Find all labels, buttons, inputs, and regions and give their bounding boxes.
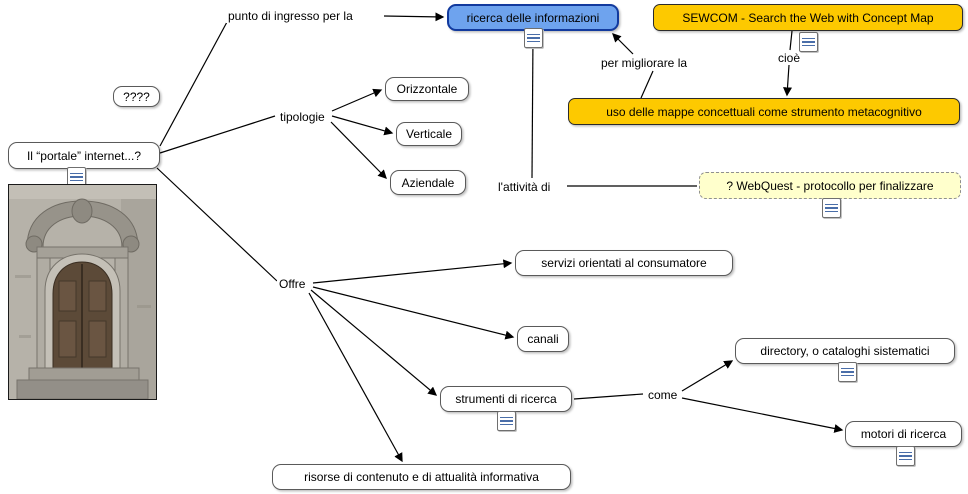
resource-link-icon[interactable]: [822, 198, 841, 218]
edge-come-motori: [681, 397, 844, 433]
linking-phrase-offre[interactable]: Offre: [277, 277, 308, 291]
edge-offre-canali: [312, 286, 515, 340]
portal-photo[interactable]: [8, 184, 157, 400]
concept-strumenti-di-ricerca[interactable]: strumenti di ricerca: [440, 386, 572, 412]
resource-link-icon[interactable]: [799, 32, 818, 52]
concept-question-marks[interactable]: ????: [113, 86, 160, 107]
linking-phrase-tipologie[interactable]: tipologie: [278, 110, 327, 124]
concept-webquest[interactable]: ? WebQuest - protocollo per finalizzare: [699, 172, 961, 199]
concept-servizi-consumatore[interactable]: servizi orientati al consumatore: [515, 250, 733, 276]
edge-strumenti-come: [573, 393, 644, 400]
edge-cioe-usomappe: [783, 64, 792, 97]
resource-link-icon[interactable]: [896, 446, 915, 466]
edge-portale-tipologie: [159, 115, 276, 154]
edge-sewcom-cioe: [789, 30, 793, 51]
resource-link-icon[interactable]: [67, 167, 86, 187]
concept-sewcom[interactable]: SEWCOM - Search the Web with Concept Map: [653, 4, 963, 31]
edge-punto-ricerca: [383, 12, 445, 22]
linking-phrase-per-migliorare[interactable]: per migliorare la: [599, 56, 690, 70]
concept-directory-cataloghi[interactable]: directory, o cataloghi sistematici: [735, 338, 955, 364]
edge-tipologie-aziendale: [330, 121, 387, 179]
edge-portale-punto: [159, 21, 228, 147]
edge-usomappe-migliorare: [640, 70, 654, 99]
concept-portale-internet[interactable]: Il “portale” internet...?: [8, 142, 160, 169]
edge-offre-servizi: [312, 259, 513, 284]
concept-aziendale[interactable]: Aziendale: [390, 170, 466, 195]
concept-ricerca-delle-informazioni[interactable]: ricerca delle informazioni: [447, 4, 619, 31]
resource-link-icon[interactable]: [497, 411, 516, 431]
edge-offre-strumenti: [310, 289, 438, 396]
edge-attivita-ricerca: [528, 33, 538, 179]
concept-risorse-contenuto[interactable]: risorse di contenuto e di attualità info…: [272, 464, 571, 490]
concept-motori-di-ricerca[interactable]: motori di ricerca: [845, 421, 962, 447]
linking-phrase-come[interactable]: come: [646, 388, 680, 402]
concept-verticale[interactable]: Verticale: [396, 122, 462, 146]
resource-link-icon[interactable]: [524, 28, 543, 48]
portal-photo-image: [9, 185, 156, 400]
concept-uso-mappe-concettuali[interactable]: uso delle mappe concettuali come strumen…: [568, 98, 960, 125]
concept-orizzontale[interactable]: Orizzontale: [385, 77, 469, 101]
linking-phrase-attivita-di[interactable]: l'attività di: [496, 180, 553, 194]
concept-canali[interactable]: canali: [517, 326, 569, 352]
edge-tipologie-orizzontale: [331, 88, 383, 112]
linking-phrase-cioe[interactable]: cioè: [776, 51, 803, 65]
linking-phrase-punto-di-ingresso[interactable]: punto di ingresso per la: [226, 9, 355, 23]
edge-come-directory: [681, 360, 734, 392]
edge-offre-risorse: [308, 292, 403, 463]
edge-tipologie-verticale: [331, 115, 394, 136]
resource-link-icon[interactable]: [838, 362, 857, 382]
edge-portale-offre: [156, 167, 278, 282]
edge-migliorare-ricerca: [612, 33, 634, 55]
